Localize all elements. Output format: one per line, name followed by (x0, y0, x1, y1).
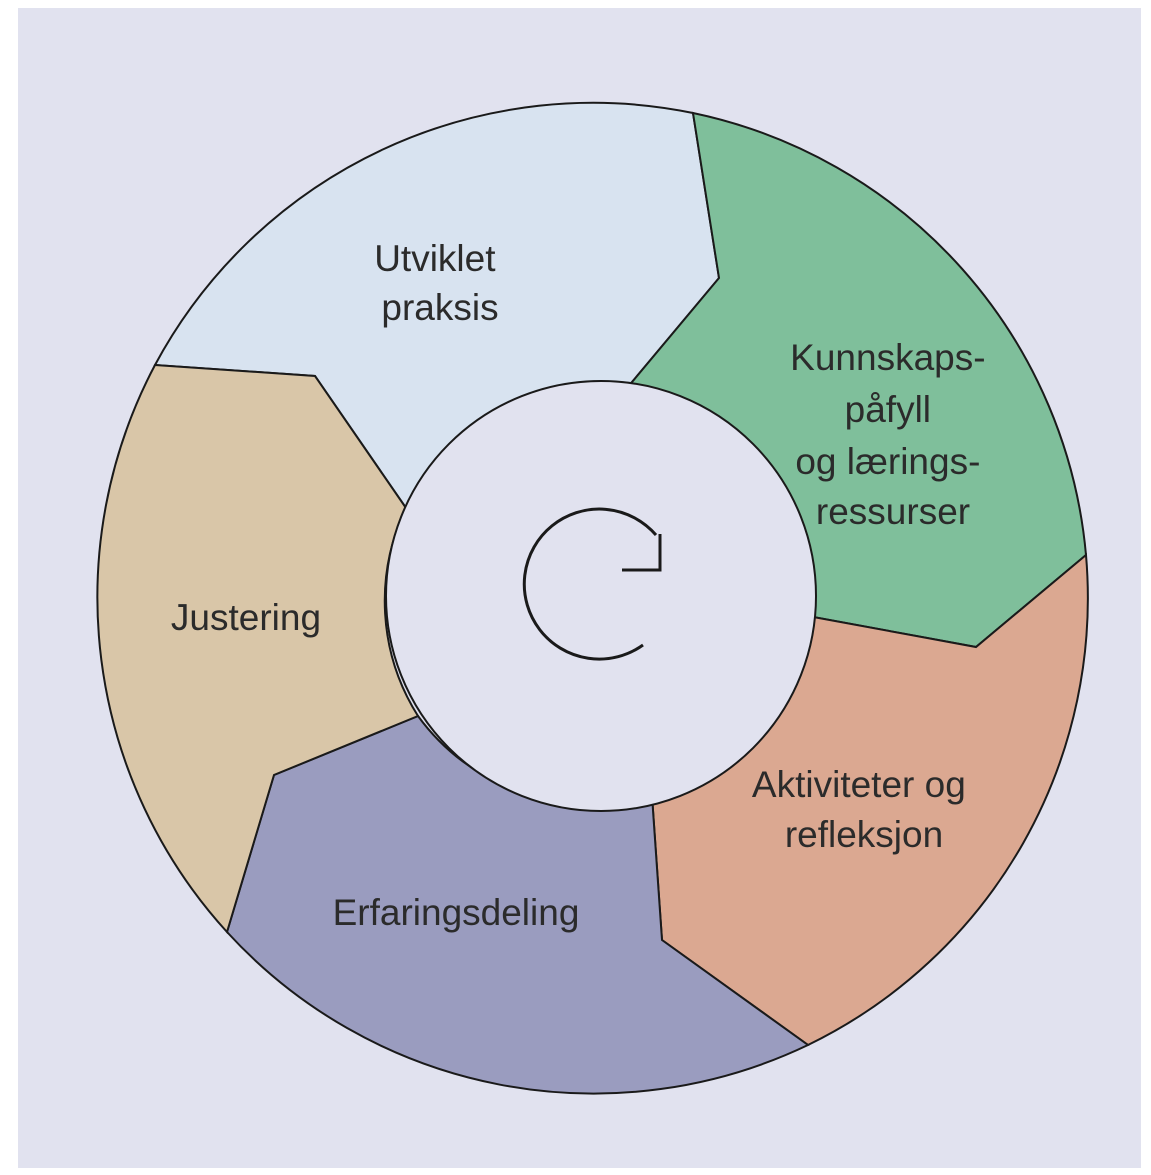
center-hub (385, 380, 817, 812)
refresh-cycle-icon (522, 507, 662, 661)
label-kunnskapspafyll: Kunnskaps- påfyll og lærings- ressurser (790, 337, 996, 532)
label-utviklet-praksis: Utviklet praksis (374, 238, 506, 328)
label-erfaringsdeling: Erfaringsdeling (333, 892, 580, 933)
segment-justering (96, 363, 420, 934)
label-aktiviteter: Aktiviteter og refleksjon (752, 764, 976, 855)
label-justering: Justering (171, 597, 321, 638)
